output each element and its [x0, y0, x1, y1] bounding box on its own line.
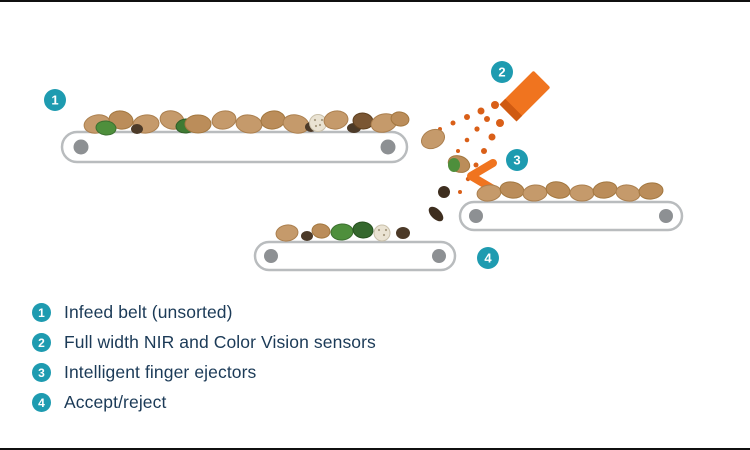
- scan-beam: [438, 101, 504, 194]
- nir-color-vision-scanner: [499, 71, 550, 122]
- accept-produce: [476, 181, 664, 202]
- diagram-badge-3-number: 3: [513, 153, 520, 168]
- bottom-border: [0, 448, 750, 450]
- legend-item-ejectors: 3 Intelligent finger ejectors: [32, 362, 376, 383]
- diagram-canvas: 1 2 3 4: [44, 61, 684, 272]
- legend-item-infeed: 1 Infeed belt (unsorted): [32, 302, 376, 323]
- legend-item-accept-reject: 4 Accept/reject: [32, 392, 376, 413]
- infeed-produce: [83, 110, 410, 136]
- diagram-badge-2-number: 2: [498, 65, 505, 80]
- reject-belt: [253, 240, 457, 272]
- diagram-badge-1-number: 1: [51, 93, 58, 108]
- diagram-badge-1: 1: [44, 89, 66, 111]
- diagram-badge-4-number: 4: [484, 251, 492, 266]
- legend-badge-1: 1: [32, 303, 51, 322]
- legend: 1 Infeed belt (unsorted) 2 Full width NI…: [32, 302, 376, 422]
- reject-produce: [275, 221, 410, 242]
- legend-badge-4: 4: [32, 393, 51, 412]
- legend-label-accept-reject: Accept/reject: [64, 392, 167, 412]
- infeed-belt: [60, 130, 409, 164]
- sorting-process-diagram: 1 2 3 4: [0, 2, 750, 298]
- falling-produce: [420, 128, 471, 222]
- legend-item-sensors: 2 Full width NIR and Color Vision sensor…: [32, 332, 376, 353]
- accept-belt: [458, 200, 684, 232]
- legend-label-ejectors: Intelligent finger ejectors: [64, 362, 257, 382]
- finger-ejector: [467, 159, 497, 193]
- top-border: [0, 0, 750, 2]
- diagram-badge-2: 2: [491, 61, 513, 83]
- diagram-badge-3: 3: [506, 149, 528, 171]
- legend-badge-2: 2: [32, 333, 51, 352]
- diagram-badge-4: 4: [477, 247, 499, 269]
- legend-label-infeed: Infeed belt (unsorted): [64, 302, 233, 322]
- legend-badge-3: 3: [32, 363, 51, 382]
- legend-label-sensors: Full width NIR and Color Vision sensors: [64, 332, 376, 352]
